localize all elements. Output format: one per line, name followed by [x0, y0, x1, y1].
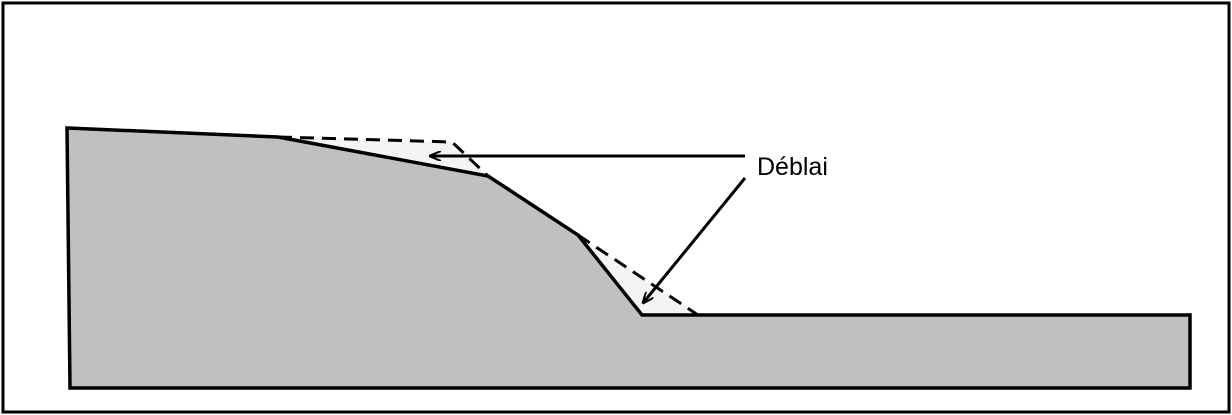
terrain-profile: [65, 126, 1192, 390]
original-ground-dashed-lower: [577, 233, 699, 317]
label-arrow-lower: [643, 177, 747, 303]
cut-label: Déblai: [757, 153, 828, 181]
original-ground-dashed-upper: [277, 135, 490, 178]
